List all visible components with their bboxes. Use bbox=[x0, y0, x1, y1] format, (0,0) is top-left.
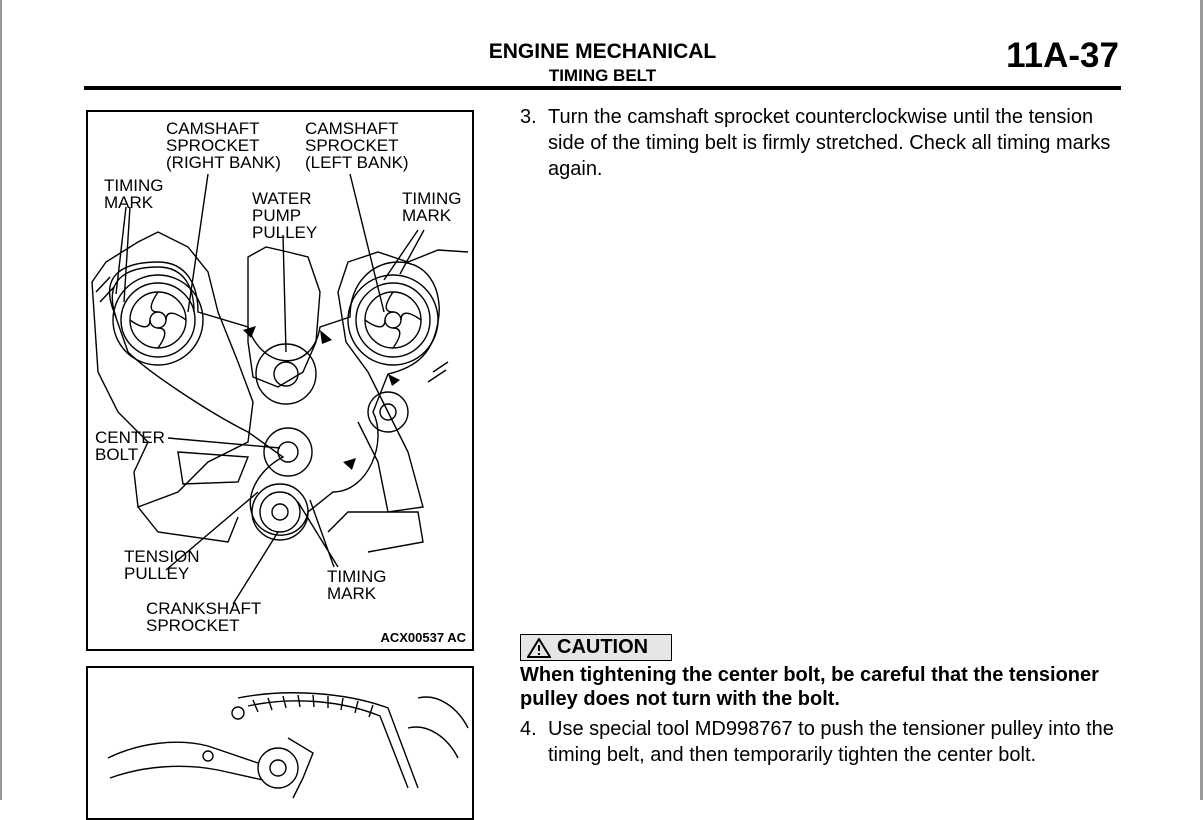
page-border-right bbox=[1200, 0, 1203, 800]
page-border-left bbox=[0, 0, 2, 800]
timing-belt-drawing bbox=[91, 173, 469, 605]
page-number: 11A-37 bbox=[1006, 36, 1119, 75]
caution-text: When tightening the center bolt, be care… bbox=[520, 664, 1099, 710]
timing-belt-diagram: CAMSHAFT SPROCKET (RIGHT BANK) CAMSHAFT … bbox=[86, 110, 474, 651]
label-timing-mark-lower: TIMING MARK bbox=[327, 567, 387, 603]
label-camshaft-sprocket-right-bank: CAMSHAFT SPROCKET (RIGHT BANK) bbox=[166, 119, 281, 172]
special-tool-drawing bbox=[107, 692, 469, 799]
caution-label: CAUTION bbox=[557, 636, 649, 658]
figure-id: ACX00537 AC bbox=[380, 630, 466, 645]
label-timing-mark-upper-left: TIMING MARK bbox=[104, 176, 164, 212]
section-title: ENGINE MECHANICAL bbox=[488, 40, 717, 63]
caution-box: CAUTION bbox=[520, 634, 672, 661]
label-center-bolt: CENTER BOLT bbox=[95, 428, 165, 464]
label-camshaft-sprocket-left-bank: CAMSHAFT SPROCKET (LEFT BANK) bbox=[305, 119, 409, 172]
label-timing-mark-upper-right: TIMING MARK bbox=[402, 189, 462, 225]
subsection-title: TIMING BELT bbox=[548, 66, 657, 85]
label-tension-pulley: TENSION PULLEY bbox=[124, 547, 200, 583]
step-number: 3. bbox=[520, 106, 537, 128]
step-text: Use special tool MD998767 to push the te… bbox=[548, 718, 1114, 766]
header-rule bbox=[84, 86, 1121, 90]
warning-icon bbox=[527, 638, 551, 658]
label-water-pump-pulley: WATER PUMP PULLEY bbox=[252, 189, 318, 242]
special-tool-diagram bbox=[86, 666, 474, 820]
label-crankshaft-sprocket: CRANKSHAFT SPROCKET bbox=[146, 599, 262, 635]
step-number: 4. bbox=[520, 718, 537, 740]
step-text: Turn the camshaft sprocket counterclockw… bbox=[548, 106, 1111, 180]
